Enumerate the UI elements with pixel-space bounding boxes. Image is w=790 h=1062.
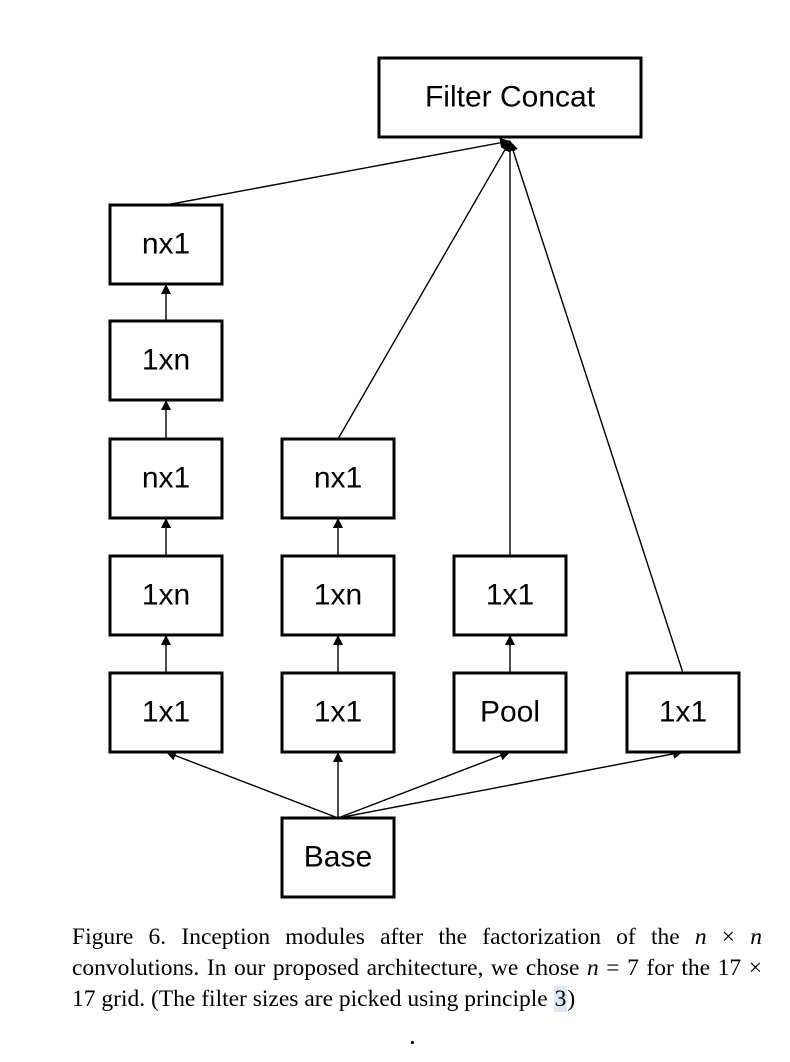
- node-label: 1xn: [142, 343, 190, 376]
- node-label: 1x1: [659, 695, 707, 728]
- figure-label: Figure 6.: [72, 924, 167, 950]
- math-n-2: n: [750, 924, 762, 950]
- arrow-b2_nx1-to-concat: [337, 140, 511, 440]
- node-box: [108, 203, 224, 286]
- node-box: [280, 671, 396, 754]
- node-label: nx1: [142, 227, 190, 260]
- node-b1-1x1: 1x1: [108, 671, 224, 754]
- node-b3-1x1: 1x1: [452, 554, 568, 637]
- node-box: [280, 554, 396, 637]
- caption-text-5: ): [567, 986, 576, 1012]
- node-box: [625, 671, 741, 754]
- arrow-b4_1x1-to-concat: [508, 140, 684, 674]
- node-box: [377, 56, 643, 139]
- node-box: [452, 554, 568, 637]
- math-n-1: n: [694, 924, 707, 950]
- inception-module-diagram: Filter Concat nx1 1xn nx1 1xn 1x1 nx1 1xn 1x1 1x1…: [108, 56, 741, 899]
- node-box: [108, 437, 224, 520]
- node-label: 1xn: [142, 578, 190, 611]
- node-box: [452, 671, 568, 754]
- node-b2-nx1: nx1: [280, 437, 396, 520]
- page-dot: [411, 1041, 414, 1044]
- node-b4-1x1: 1x1: [625, 671, 741, 754]
- node-box: [280, 816, 396, 899]
- node-base: Base: [280, 816, 396, 899]
- nodes: Filter Concat nx1 1xn nx1 1xn 1x1 nx1 1xn 1x1 1x1…: [108, 56, 741, 899]
- node-box: [280, 437, 396, 520]
- caption-text-4: = 7 for the 17 × 17 grid. (The filter si…: [72, 955, 762, 1012]
- node-label: 1x1: [314, 695, 362, 728]
- node-label: Pool: [480, 695, 540, 728]
- node-b3-pool: Pool: [452, 671, 568, 754]
- edges: [161, 137, 684, 819]
- node-label: 1x1: [486, 578, 534, 611]
- node-b2-1x1: 1x1: [280, 671, 396, 754]
- node-box: [108, 671, 224, 754]
- node-label: nx1: [314, 461, 362, 494]
- node-label: 1xn: [314, 578, 362, 611]
- arrow-base-to-b4_1x1: [337, 748, 684, 819]
- node-b1-1xn-top: 1xn: [108, 319, 224, 402]
- caption-text-3: convolutions. In our proposed architectu…: [72, 955, 587, 981]
- math-n-3: n: [586, 955, 599, 981]
- node-b2-1xn: 1xn: [280, 554, 396, 637]
- node-label: nx1: [142, 461, 190, 494]
- node-label: Base: [304, 840, 372, 873]
- arrow-base-to-b3_pool: [337, 750, 511, 819]
- node-b1-1xn-low: 1xn: [108, 554, 224, 637]
- node-box: [108, 319, 224, 402]
- figure-caption: Figure 6. Inception modules after the fa…: [72, 922, 762, 1015]
- arrow-base-to-b1_1x1: [165, 750, 339, 819]
- node-label: Filter Concat: [425, 80, 596, 113]
- node-label: 1x1: [142, 695, 190, 728]
- caption-text-1: Inception modules after the factorizatio…: [166, 924, 695, 950]
- node-b1-nx1-top: nx1: [108, 203, 224, 286]
- arrow-b1_nx1_top-to-concat: [165, 137, 511, 206]
- principle-reference-link[interactable]: 3: [553, 986, 568, 1012]
- node-b1-nx1-mid: nx1: [108, 437, 224, 520]
- node-box: [108, 554, 224, 637]
- node-concat: Filter Concat: [377, 56, 643, 139]
- caption-text-2: ×: [706, 924, 751, 950]
